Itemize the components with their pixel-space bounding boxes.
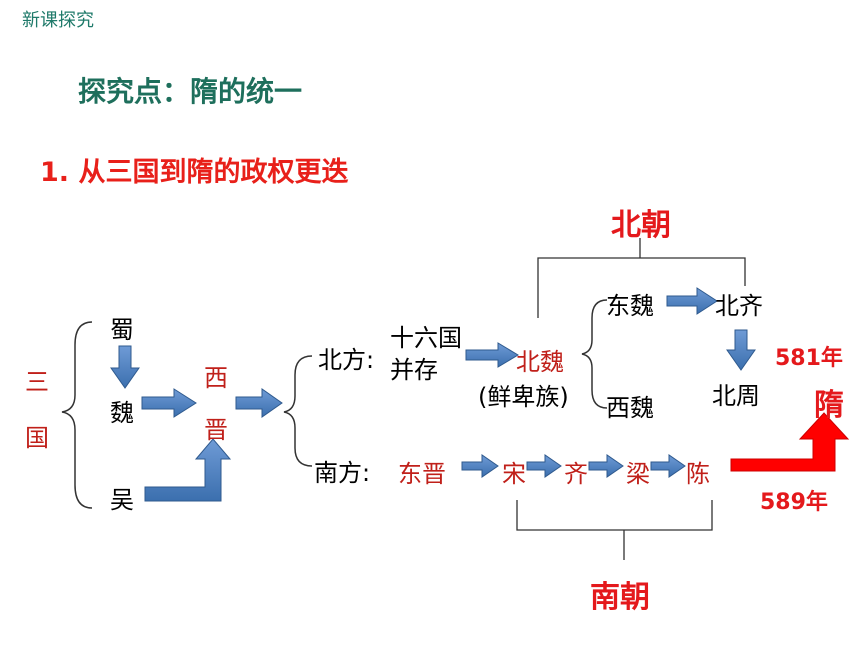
label-guo: 国	[25, 424, 49, 452]
arrow-wu-xijin	[144, 438, 232, 502]
arrow-qi-liang	[588, 454, 624, 478]
arrow-xijin-split	[235, 388, 283, 418]
sui-name: 隋	[814, 388, 844, 423]
state-wei: 魏	[110, 399, 134, 427]
subtitle: 1. 从三国到隋的政权更迭	[40, 157, 349, 188]
beiwei: 北魏	[516, 348, 564, 376]
north-dynasty-label: 北朝	[611, 208, 671, 243]
arrow-to-sui	[730, 412, 850, 472]
chen: 陈	[686, 460, 710, 488]
qi: 齐	[564, 460, 588, 488]
header-title: 新课探究	[22, 10, 94, 31]
beiqi: 北齐	[715, 292, 763, 320]
arrow-dongjin-song	[461, 454, 499, 478]
beizhou: 北周	[712, 382, 760, 410]
bracket-north-dynasty	[537, 238, 746, 318]
xijin-top: 西	[204, 364, 228, 392]
label-san: 三	[25, 368, 49, 396]
year-581: 581年	[775, 346, 843, 371]
xianbei-note: (鲜卑族)	[478, 383, 569, 411]
state-shu: 蜀	[110, 316, 134, 344]
north-label: 北方:	[318, 346, 375, 374]
sixteen-kingdoms-line2: 并存	[390, 356, 438, 384]
arrow-sixteen-beiwei	[465, 342, 519, 368]
brace-east-west-wei	[581, 299, 608, 409]
year-589: 589年	[760, 490, 828, 515]
south-label: 南方:	[314, 459, 371, 487]
bracket-south-dynasty	[516, 500, 713, 560]
brace-north-south	[283, 355, 313, 467]
liang: 梁	[626, 460, 650, 488]
arrow-shu-wei	[110, 345, 140, 389]
song: 宋	[502, 460, 526, 488]
arrow-beiqi-beizhou	[726, 329, 756, 371]
section-title: 探究点：隋的统一	[78, 75, 303, 108]
xijin-bottom: 晋	[204, 416, 228, 444]
south-dynasty-label: 南朝	[590, 580, 650, 615]
arrow-dongwei-beiqi	[666, 287, 718, 315]
arrow-song-qi	[526, 454, 562, 478]
arrow-liang-chen	[650, 454, 686, 478]
brace-three-kingdoms	[61, 321, 93, 509]
dongwei: 东魏	[606, 292, 654, 320]
dongjin: 东晋	[398, 460, 446, 488]
xiwei: 西魏	[606, 394, 654, 422]
state-wu: 吴	[110, 486, 134, 514]
arrow-wei-xijin	[141, 388, 197, 418]
sixteen-kingdoms-line1: 十六国	[390, 324, 462, 352]
